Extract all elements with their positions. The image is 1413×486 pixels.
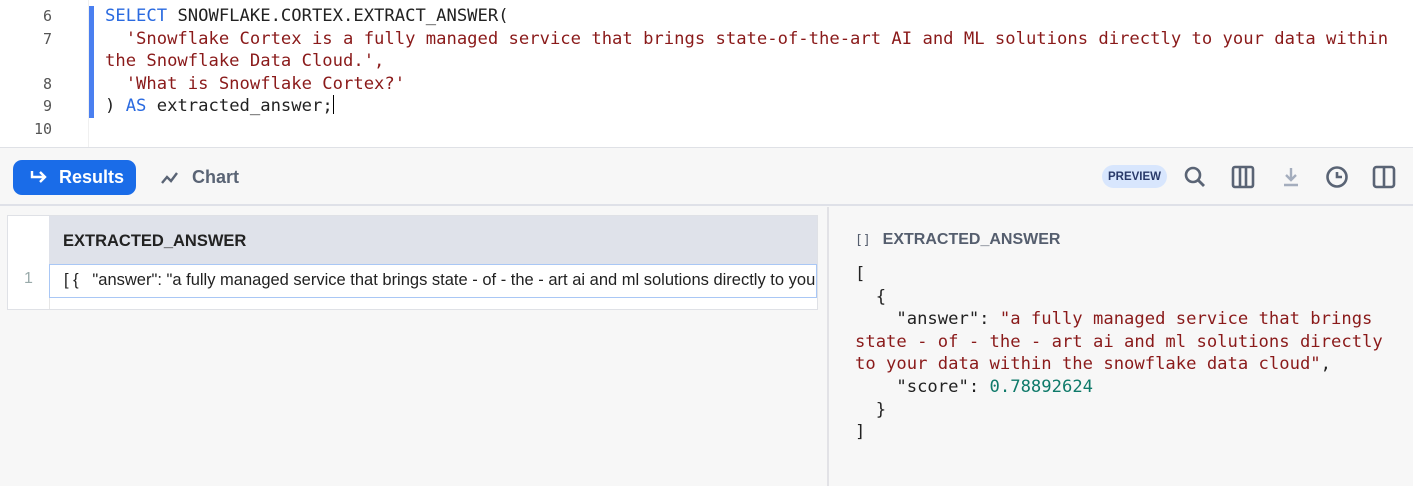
history-icon[interactable] (1324, 164, 1350, 190)
json-string: "a fully managed service that brings (999, 309, 1373, 330)
preview-badge: PREVIEW (1102, 165, 1167, 188)
results-tab[interactable]: Results (13, 160, 136, 195)
json-brace: { (855, 286, 887, 307)
line-number: 7 (42, 30, 52, 48)
download-icon[interactable] (1278, 164, 1304, 190)
code-line: extracted_answer; (146, 96, 333, 117)
json-viewer: [ { "answer": "a fully managed service t… (855, 264, 1383, 443)
active-statement-marker (89, 6, 94, 118)
results-toolbar: Results Chart PREVIEW (0, 148, 1413, 206)
line-chart-icon (161, 171, 178, 184)
row-number: 1 (24, 270, 33, 287)
json-bracket: ] (855, 422, 866, 443)
return-arrow-icon (30, 170, 47, 183)
json-number: 0.78892624 (989, 376, 1094, 397)
code-line: ) (105, 96, 126, 117)
keyword: SELECT (105, 6, 168, 26)
cell-detail-panel: [] EXTRACTED_ANSWER [ { "answer": "a full… (855, 231, 1383, 444)
results-label: Results (59, 167, 125, 187)
split-panel-icon[interactable] (1371, 164, 1397, 190)
line-number: 10 (33, 120, 52, 138)
keyword: AS (125, 96, 147, 117)
json-key: "answer": (855, 309, 1000, 330)
columns-icon[interactable] (1230, 164, 1256, 190)
sql-editor[interactable]: 6 7 8 9 10 SELECT SNOWFLAKE.CORTEX.EXTRA… (0, 0, 1413, 148)
panel-resize-handle[interactable] (827, 207, 829, 486)
text-cursor (332, 95, 334, 115)
array-type-icon: [] (855, 232, 871, 248)
chart-tab[interactable]: Chart (160, 160, 239, 195)
line-number: 9 (42, 97, 52, 115)
chart-label: Chart (192, 167, 240, 187)
code-text[interactable]: SELECT SNOWFLAKE.CORTEX.EXTRACT_ANSWER( … (105, 5, 1388, 118)
string-literal: 'What is Snowflake Cortex?' (105, 73, 406, 94)
table-cell[interactable]: [ { "answer": "a fully managed service t… (49, 264, 817, 298)
results-grid: EXTRACTED_ANSWER 1 [ { "answer": "a full… (7, 215, 818, 310)
json-string: state - of - the - art ai and ml solutio… (855, 331, 1383, 352)
code-line: SNOWFLAKE.CORTEX.EXTRACT_ANSWER( (167, 6, 509, 26)
json-brace: } (855, 399, 887, 420)
detail-title: EXTRACTED_ANSWER (882, 231, 1061, 248)
json-bracket: [ (855, 264, 866, 284)
string-literal: the Snowflake Data Cloud.', (105, 51, 385, 72)
line-gutter: 6 7 8 9 10 (0, 0, 89, 147)
search-icon[interactable] (1182, 164, 1208, 190)
column-header-extracted-answer[interactable]: EXTRACTED_ANSWER (49, 216, 817, 264)
json-key: "score": (855, 376, 990, 397)
line-number: 6 (42, 7, 52, 25)
line-number: 8 (42, 75, 52, 93)
string-literal: 'Snowflake Cortex is a fully managed ser… (105, 28, 1389, 49)
json-string: to your data within the snowflake data c… (855, 354, 1321, 375)
